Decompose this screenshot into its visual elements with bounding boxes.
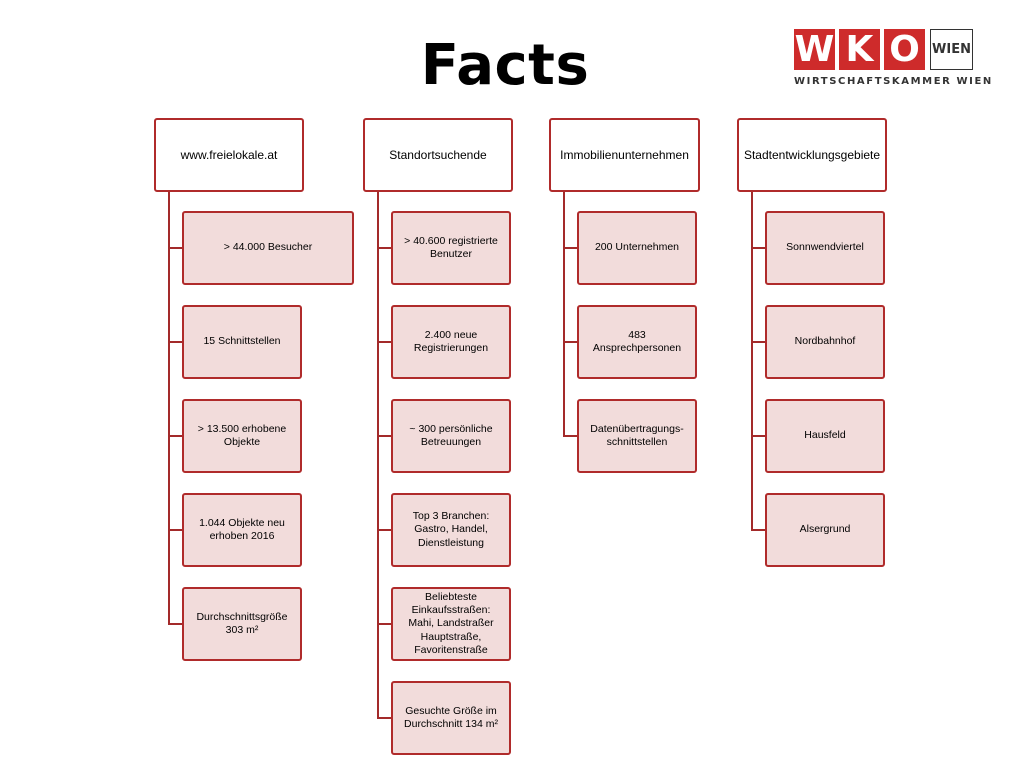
list-item: ~ 300 persönliche Betreuungen [391, 399, 511, 473]
connector-horizontal [377, 247, 391, 249]
list-item: 200 Unternehmen [577, 211, 697, 285]
list-item: Datenübertragungs-schnittstellen [577, 399, 697, 473]
list-item: Nordbahnhof [765, 305, 885, 379]
list-item: > 40.600 registrierte Benutzer [391, 211, 511, 285]
connector-horizontal [751, 435, 765, 437]
list-item: Top 3 Branchen: Gastro, Handel, Dienstle… [391, 493, 511, 567]
column-header: Stadtentwicklungsgebiete [737, 118, 887, 192]
page-title: Facts [420, 33, 590, 98]
connector-horizontal [751, 341, 765, 343]
connector-horizontal [563, 341, 577, 343]
logo-letter-w: W [794, 29, 835, 70]
connector-horizontal [168, 247, 182, 249]
logo-letter-k: K [839, 29, 880, 70]
list-item: > 44.000 Besucher [182, 211, 354, 285]
connector-horizontal [377, 529, 391, 531]
connector-horizontal [168, 529, 182, 531]
connector-horizontal [168, 341, 182, 343]
column-header: Immobilienunternehmen [549, 118, 700, 192]
connector-horizontal [563, 247, 577, 249]
connector-horizontal [377, 435, 391, 437]
connector-horizontal [751, 529, 765, 531]
connector-horizontal [563, 435, 577, 437]
list-item: 483 Ansprechpersonen [577, 305, 697, 379]
connector-horizontal [168, 435, 182, 437]
connector-horizontal [751, 247, 765, 249]
list-item: Beliebteste Einkaufsstraßen: Mahi, Lands… [391, 587, 511, 661]
logo-subtitle: WIRTSCHAFTSKAMMER WIEN [794, 76, 993, 87]
wko-logo: W K O WIEN WIRTSCHAFTSKAMMER WIEN [794, 29, 993, 89]
list-item: Alsergrund [765, 493, 885, 567]
connector-horizontal [168, 623, 182, 625]
logo-letter-o: O [884, 29, 925, 70]
connector-horizontal [377, 717, 391, 719]
list-item: Gesuchte Größe im Durchschnitt 134 m² [391, 681, 511, 755]
connector-vertical [377, 192, 379, 718]
list-item: Durchschnittsgröße 303 m² [182, 587, 302, 661]
connector-vertical [563, 192, 565, 436]
list-item: 15 Schnittstellen [182, 305, 302, 379]
connector-vertical [168, 192, 170, 624]
connector-horizontal [377, 341, 391, 343]
list-item: 2.400 neue Registrierungen [391, 305, 511, 379]
list-item: > 13.500 erhobene Objekte [182, 399, 302, 473]
column-header: www.freielokale.at [154, 118, 304, 192]
list-item: Sonnwendviertel [765, 211, 885, 285]
logo-region: WIEN [930, 29, 973, 70]
column-header: Standortsuchende [363, 118, 513, 192]
connector-vertical [751, 192, 753, 530]
list-item: Hausfeld [765, 399, 885, 473]
list-item: 1.044 Objekte neu erhoben 2016 [182, 493, 302, 567]
connector-horizontal [377, 623, 391, 625]
